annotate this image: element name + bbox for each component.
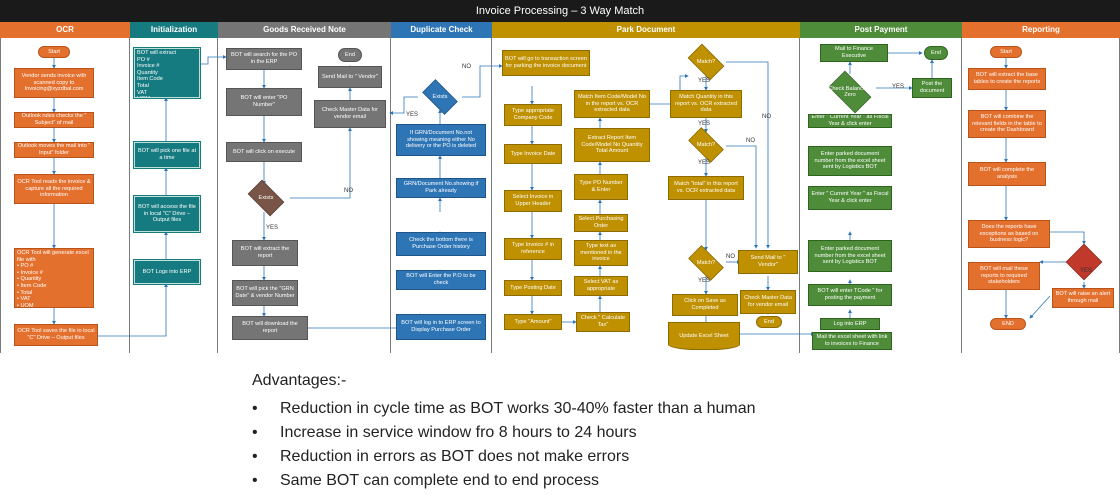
report-exceptions-decision: [1066, 244, 1102, 280]
park-no-label-1: NO: [762, 114, 771, 120]
advantage-item: •Reduction in cycle time as BOT works 30…: [252, 400, 756, 417]
lane-header-dup: Duplicate Check: [391, 22, 492, 38]
post-mail-finance: Mail to Finance Executive: [820, 44, 888, 62]
lane-header-grn: Goods Received Note: [218, 22, 391, 38]
init-access-file: BOT will access the file in local "C" Dr…: [133, 195, 201, 233]
park-save-completed: Click on Save as Completed: [672, 294, 738, 316]
post-fiscal-year-1: Enter " Current Year " as Fiscal Year & …: [808, 114, 892, 128]
park-check-master-data: Check Master Data for vendor email: [740, 290, 796, 314]
grn-exists-decision: Exists: [244, 184, 288, 212]
park-match-item-code: Match Item Code/Model No in the report v…: [574, 90, 650, 118]
report-mail-stakeholders: BOT will mail these reports to required …: [968, 262, 1040, 290]
lane-header-init: Initialization: [130, 22, 218, 38]
grn-check-master-data: Check Master Data for vendor email: [314, 100, 386, 128]
lane-header-report: Reporting: [962, 22, 1120, 38]
advantage-item: •Reduction in errors as BOT does not mak…: [252, 448, 630, 465]
ocr-start: Start: [38, 46, 70, 58]
ocr-step-outlook-moves: Outlook moves the mail into " Input" fol…: [14, 142, 94, 158]
park-yes-label-2: YES: [698, 121, 711, 127]
dup-exists-decision: Exists: [418, 84, 462, 110]
park-yes-label-1: YES: [698, 78, 711, 84]
park-type-text: Type text as mentioned in the invoice: [574, 240, 628, 266]
park-select-invoice: Select Invoice in Upper Header: [504, 190, 562, 212]
advantages-list: •Reduction in cycle time as BOT works 30…: [252, 397, 755, 493]
park-match-total: Match "total" in this report vs. OCR ext…: [668, 176, 744, 200]
report-combine-fields: BOT will combine the relevant fields in …: [968, 110, 1046, 138]
post-mail-excel: Mail the excel sheet with link to invoic…: [812, 332, 892, 350]
grn-pick-grn-date: BOT will pick the "GRN Date" & vendor Nu…: [232, 280, 298, 306]
ocr-step-vendor-sends: Vendor sends invoice with scanned copy t…: [14, 68, 94, 98]
park-no-label-2: NO: [746, 138, 755, 144]
grn-search-po: BOT will search for the PO in the ERP: [226, 48, 302, 70]
post-end: End: [924, 46, 948, 60]
dup-grn-showing: GRN/Document No.showing if Park already: [396, 178, 486, 198]
park-yes-label-3: YES: [698, 160, 711, 166]
post-parked-doc-2: Enter parked document number from the ex…: [808, 240, 892, 272]
park-company-code: Type appropriate Company Code: [504, 104, 562, 126]
lane-header-ocr: OCR: [0, 22, 130, 38]
park-match-decision-2: Match?: [684, 132, 728, 158]
post-post-document: Post the document: [912, 78, 952, 98]
park-yes-label-4: YES: [698, 278, 711, 284]
init-pick-file: BOT will pick one file at a time: [133, 141, 201, 169]
grn-send-mail-vendor: Send Mail to " Vendor": [318, 66, 382, 88]
dup-check-history: Check the bottom there is Purchase Order…: [396, 232, 486, 256]
park-update-excel: Update Excel Sheet: [668, 322, 740, 350]
park-select-purchasing-order: Select Purchasing Order: [574, 214, 628, 232]
ocr-step-read-invoice: OCR Tool reads the invoice & capture all…: [14, 174, 94, 204]
post-parked-doc-1: Enter parked document number from the ex…: [808, 146, 892, 176]
init-extract-fields: BOT will extract PO # Invoice # Quantity…: [133, 47, 201, 99]
advantage-item: •Same BOT can complete end to end proces…: [252, 472, 599, 489]
park-match-decision-1: Match?: [684, 48, 728, 76]
park-match-decision-3: Match?: [684, 250, 728, 276]
report-extract-tables: BOT will extract the base tables to crea…: [968, 68, 1046, 90]
park-invoice-reference: Type Invoice # in reference: [504, 238, 562, 260]
grn-yes-label: YES: [266, 225, 279, 231]
dup-yes-label: YES: [406, 112, 419, 118]
dup-login-erp: BOT will log in to ERP screen to Display…: [396, 314, 486, 340]
advantages-title: Advantages:-: [252, 372, 347, 389]
post-yes-label: YES: [892, 84, 905, 90]
park-posting-date: Type Posting Date: [504, 280, 562, 296]
park-invoice-date: Type Invoice Date: [504, 144, 562, 164]
park-select-vat: Select VAT as appropriate: [574, 276, 628, 296]
post-fiscal-year-2: Enter " Current Year " as Fiscal Year & …: [808, 186, 892, 210]
post-enter-tcode: BOT will enter TCode " for posting the p…: [808, 284, 892, 306]
park-amount: Type "Amount": [504, 314, 562, 330]
park-end: End: [756, 316, 782, 328]
post-login-erp: Log into ERP: [820, 318, 880, 330]
ocr-step-save-file: OCR Tool saves the file in local "C" Dri…: [14, 324, 98, 346]
park-extract-report: Extract Report Item Code/Model No Quanti…: [574, 128, 650, 162]
park-match-quantity: Match Quantity in this report vs. OCR ex…: [670, 90, 742, 118]
grn-end: End: [338, 48, 362, 62]
park-send-mail-vendor: Send Mail to " Vendor": [738, 250, 798, 274]
park-type-po-number: Type PO Number & Enter: [574, 174, 628, 200]
park-go-transaction: BOT will go to transaction screen for pa…: [502, 50, 590, 76]
advantage-item: •Increase in service window fro 8 hours …: [252, 424, 637, 441]
ocr-step-generate-excel: OCR Tool will generate excel file with •…: [14, 248, 94, 308]
init-login-erp: BOT Logs into ERP: [133, 259, 201, 285]
ocr-step-outlook-rules: Outlook rules checks the " Subject" of m…: [14, 112, 94, 128]
grn-enter-po: BOT will enter "PO Number": [226, 88, 302, 116]
grn-no-label: NO: [344, 188, 353, 194]
park-no-label-3: NO: [726, 254, 735, 260]
report-end: END: [990, 318, 1026, 330]
dup-enter-po: BOT will Enter the P.O to be check: [396, 270, 486, 290]
grn-download-report: BOT will download the report: [232, 316, 308, 340]
dup-no-label: NO: [462, 64, 471, 70]
report-yes-label: YES: [1080, 268, 1093, 274]
dup-grn-not-showing: If GRN/Document No.not showing meaning e…: [396, 124, 486, 156]
report-exceptions-question: Does the reports have exceptions as base…: [968, 220, 1050, 248]
park-calculate-tax: Check " Calculate Tax": [576, 312, 630, 332]
report-raise-alert: BOT will raise an alert through mail: [1052, 288, 1114, 308]
report-complete-analysis: BOT will complete the analysis: [968, 162, 1046, 186]
lane-header-post: Post Payment: [800, 22, 962, 38]
grn-click-execute: BOT will click on execute: [226, 142, 302, 162]
lane-header-park: Park Document: [492, 22, 800, 38]
report-start: Start: [990, 46, 1022, 58]
grn-extract-report: BOT will extract the report: [232, 240, 298, 266]
diagram-title: Invoice Processing – 3 Way Match: [0, 0, 1120, 22]
post-check-balance: Check Balance is Zero: [824, 76, 876, 108]
